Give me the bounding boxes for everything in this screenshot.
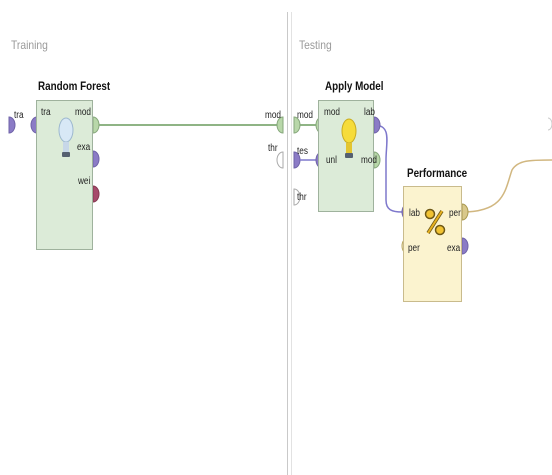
perf-output-port-per [461, 203, 469, 221]
apply-model-operator[interactable] [318, 100, 374, 212]
testing-input-port-mod [293, 116, 301, 134]
am-input-label-mod: mod [324, 107, 340, 118]
training-output-port-thr [276, 151, 284, 169]
performance-operator[interactable] [403, 186, 462, 302]
am-input-label-unl: unl [326, 155, 337, 166]
am-output-label-mod: mod [361, 155, 377, 166]
perf-output-port-exa [461, 237, 469, 255]
testing-input-label-mod: mod [297, 110, 313, 121]
rf-output-port-wei [92, 185, 100, 203]
testing-subprocess-title: Testing [299, 38, 332, 52]
am-output-port-lab [373, 116, 381, 134]
rf-output-label-wei: wei [78, 176, 91, 187]
testing-input-port-tes [293, 151, 301, 169]
testing-input-label-thr: thr [297, 192, 307, 203]
training-input-label-tra: tra [14, 110, 24, 121]
am-output-port-mod [373, 151, 381, 169]
result-port-partial [547, 117, 552, 131]
perf-output-label-per: per [449, 208, 461, 219]
training-output-label-mod: mod [265, 110, 281, 121]
rf-output-port-mod [92, 116, 100, 134]
am-output-label-lab: lab [364, 107, 375, 118]
lightbulb-icon [341, 118, 357, 158]
percent-icon [424, 208, 446, 236]
testing-input-port-thr [293, 188, 301, 206]
lightbulb-icon [58, 117, 74, 157]
apply-model-title: Apply Model [325, 79, 384, 93]
perf-input-label-per: per [408, 243, 420, 254]
random-forest-operator[interactable] [36, 100, 93, 250]
training-input-port-tra [8, 116, 16, 134]
rf-output-label-exa: exa [77, 142, 91, 153]
performance-title: Performance [407, 166, 468, 180]
training-output-label-thr: thr [268, 143, 278, 154]
rf-output-port-exa [92, 150, 100, 168]
performance-wire [461, 159, 552, 213]
rf-input-label-tra: tra [41, 107, 51, 118]
testing-input-label-tes: tes [297, 146, 308, 157]
perf-input-label-lab: lab [409, 208, 420, 219]
rf-output-label-mod: mod [75, 107, 91, 118]
perf-output-label-exa: exa [447, 243, 461, 254]
training-output-port-mod [276, 116, 284, 134]
subprocess-divider[interactable] [287, 12, 288, 475]
training-subprocess-title: Training [11, 38, 48, 52]
label-wire [373, 124, 403, 213]
subprocess-divider-shadow [291, 12, 292, 475]
random-forest-title: Random Forest [38, 79, 111, 93]
